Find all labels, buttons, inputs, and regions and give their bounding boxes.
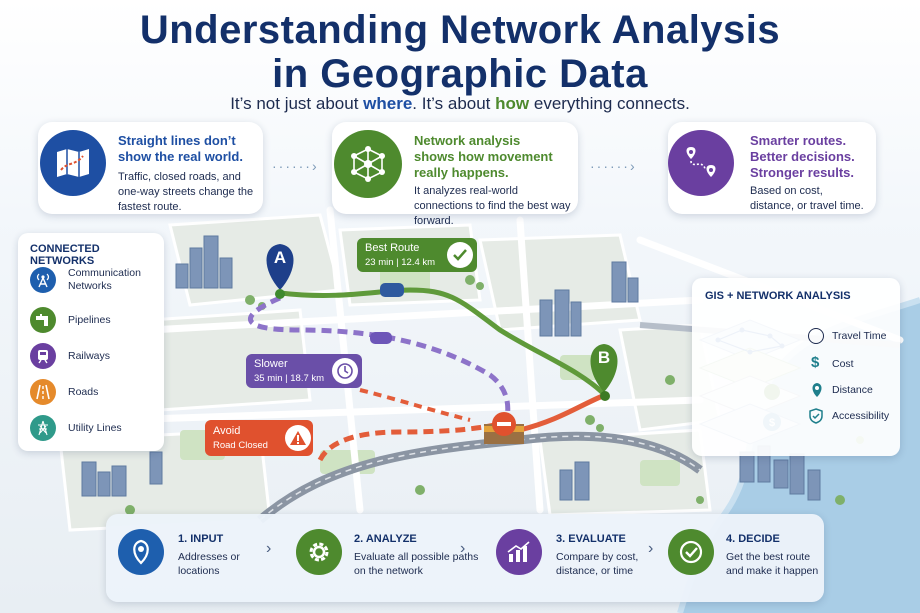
connector-dots-2: ······› [590,158,637,174]
shield-check-icon [809,408,823,424]
network-item-pipelines: Pipelines [30,307,148,333]
intro-card-1-heading: Straight lines don’t show the real world… [118,133,243,164]
best-route-detail: 23 min | 12.4 km [365,257,436,268]
avoid-route-line [317,422,496,462]
gis-item-label: Distance [832,384,873,396]
clock-icon [808,328,824,344]
network-item-label: Utility Lines [68,421,122,434]
best-route-line [279,287,607,397]
slower-route-detail: 35 min | 18.7 km [254,373,325,384]
location-pin-icon [118,529,164,575]
page-subtitle: It’s not just about where. It’s about ho… [230,94,690,113]
intro-card-2-text: It analyzes real-world connections to fi… [414,185,571,227]
network-icon [334,130,402,198]
gis-network-panel [692,278,900,456]
network-item-label: Communication Networks [68,267,141,292]
step-text: Get the best route and make it happen [726,551,819,577]
chevron-right-icon: › [648,540,654,557]
location-pin-icon [812,383,822,397]
step-analyze: 2. ANALYZE Evaluate all possible paths o… [296,519,496,603]
step-text: Compare by cost, distance, or time [556,551,639,577]
step-text: Addresses or locations [178,551,240,577]
avoid-label: Avoid [213,425,241,437]
chevron-right-icon: › [266,540,272,557]
network-item-label: Railways [68,349,111,362]
power-tower-icon [30,415,56,441]
check-circle-icon [668,529,714,575]
network-item-utility-lines: Utility Lines [30,415,148,441]
network-item-roads: Roads [30,379,148,405]
gis-item-label: Cost [832,358,854,370]
avoid-tag: Avoid Road Closed [205,420,313,456]
network-item-label: Roads [68,385,99,398]
step-title: 1. INPUT [178,533,224,545]
warning-icon [285,425,311,451]
marker-a [266,244,294,299]
step-title: 2. ANALYZE [354,533,417,545]
antenna-icon [30,267,56,293]
intro-card-1-text: Traffic, closed roads, and one-way stree… [118,171,254,213]
clock-icon [332,358,358,384]
network-item-railways: Railways [30,343,148,369]
gear-icon [296,529,342,575]
connected-networks-title: CONNECTED NETWORKS [30,243,100,267]
check-icon [447,242,473,268]
map-icon [40,130,106,196]
intro-card-2-heading: Network analysis shows how movement real… [414,133,553,180]
best-route-label: Best Route [365,242,420,254]
bar-chart-icon [496,529,542,575]
marker-b [590,344,618,401]
network-item-communication: Communication Networks [30,267,148,293]
network-item-label: Pipelines [68,313,111,326]
page-title: Understanding Network Analysis [139,8,781,52]
intro-card-3-heading: Smarter routes. Better decisions. Strong… [750,133,855,180]
best-route-tag: Best Route 23 min | 12.4 km [357,238,477,272]
road-closed-icon [484,412,524,444]
dollar-icon: $ [811,354,820,371]
step-title: 3. EVALUATE [556,533,626,545]
gis-panel-title: GIS + NETWORK ANALYSIS [705,290,851,302]
step-title: 4. DECIDE [726,533,780,545]
slower-route-tag: Slower 35 min | 18.7 km [246,354,362,388]
page-title-line2: in Geographic Data [272,52,648,96]
step-input: 1. INPUT Addresses or locations [118,519,268,603]
chevron-right-icon: › [460,540,466,557]
avoid-detail: Road Closed [213,440,268,451]
train-icon [30,343,56,369]
gis-item-label: Accessibility [832,410,890,422]
slower-route-line [248,295,511,426]
connector-dots-1: ······› [272,158,319,174]
slower-route-label: Slower [254,358,288,370]
step-decide: 4. DECIDE Get the best route and make it… [668,519,818,603]
step-text: Evaluate all possible paths on the netwo… [354,551,479,577]
pipe-icon [30,307,56,333]
gis-item-label: Travel Time [832,330,887,342]
route-pin-icon [668,130,734,196]
marker-a-label: A [273,248,287,267]
road-icon [30,379,56,405]
marker-b-label: B [597,348,611,367]
step-evaluate: 3. EVALUATE Compare by cost, distance, o… [496,519,656,603]
intro-card-3-text: Based on cost, distance, or travel time. [750,185,864,212]
connected-networks-panel: CONNECTED NETWORKS Communication Network… [18,233,164,451]
